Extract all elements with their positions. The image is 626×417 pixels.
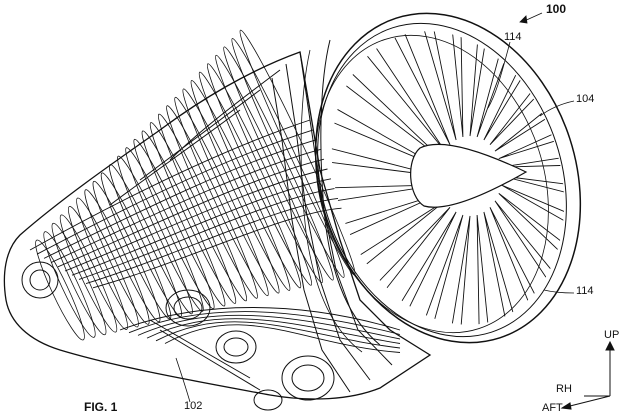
- fan-blade: [498, 106, 601, 160]
- compressor-ring: [92, 180, 161, 323]
- compressor-ring: [76, 197, 139, 328]
- compressor-ring: [231, 38, 345, 278]
- tube: [146, 318, 401, 344]
- fan-blade: [489, 36, 584, 146]
- compressor-ring: [149, 122, 237, 304]
- blade-ref-bottom: 114: [576, 285, 594, 297]
- tube: [43, 139, 318, 259]
- tube: [78, 188, 335, 280]
- fan-blade: [501, 175, 601, 207]
- compressor-ring: [59, 214, 118, 333]
- tube: [29, 119, 311, 251]
- accessory-gearbox: [21, 261, 335, 411]
- aft-label: AFT: [542, 402, 563, 414]
- compressor-ring: [190, 80, 291, 291]
- core-ref: 102: [184, 400, 203, 412]
- tube: [137, 314, 401, 340]
- fan-blade: [476, 214, 493, 356]
- compressor-ring: [174, 96, 269, 297]
- compressor-ring: [84, 189, 150, 325]
- compressor-ring: [100, 172, 172, 320]
- fan-blade: [414, 0, 457, 141]
- compressor-ring: [206, 63, 313, 286]
- compressor-coils: [35, 29, 356, 341]
- tube: [85, 197, 339, 285]
- fan-blade: [476, 0, 528, 138]
- tube: [36, 129, 314, 255]
- fan-blade: [498, 193, 601, 286]
- rh-label: RH: [556, 383, 572, 395]
- fan-module: [300, 0, 601, 356]
- leader-lines: [175, 12, 575, 403]
- compressor-ring: [166, 105, 258, 299]
- compressor-ring: [125, 147, 204, 312]
- fan-blade: [469, 0, 495, 137]
- compressor-ring: [133, 138, 215, 310]
- fan-blade: [447, 0, 464, 138]
- compressor-ring: [108, 164, 183, 317]
- compressor-ring: [198, 71, 302, 289]
- fan-blade: [445, 215, 471, 356]
- compressor-ring: [43, 231, 96, 338]
- figure-caption: FIG. 1: [84, 400, 118, 414]
- assembly-ref: 100: [546, 2, 567, 16]
- compressor-ring: [215, 54, 323, 284]
- blade-ref-top: 114: [504, 31, 522, 43]
- compressor-ring: [157, 113, 248, 302]
- fan-section-ref: 104: [576, 93, 595, 105]
- tube: [155, 321, 401, 349]
- spinner-cone: [410, 143, 528, 208]
- orientation-axes: [560, 340, 615, 410]
- fan-blade: [500, 184, 601, 248]
- compressor-ring: [51, 222, 107, 336]
- compressor-ring: [68, 206, 128, 330]
- tube: [64, 168, 328, 272]
- compressor-ring: [117, 155, 193, 315]
- tube: [71, 178, 332, 276]
- up-label: UP: [604, 329, 620, 341]
- fan-blade: [489, 207, 556, 343]
- tube: [128, 311, 401, 335]
- tube: [50, 148, 321, 264]
- tube: [164, 324, 401, 353]
- fan-blade: [382, 211, 457, 341]
- fan-blade: [384, 9, 451, 145]
- tube: [92, 207, 342, 289]
- fan-blade: [338, 66, 442, 159]
- tube: [119, 307, 401, 331]
- engine-core-body: [3, 51, 432, 400]
- fan-blade: [483, 211, 526, 356]
- tube: [57, 158, 325, 268]
- core-tubing: [29, 119, 401, 353]
- compressor-ring: [141, 130, 226, 307]
